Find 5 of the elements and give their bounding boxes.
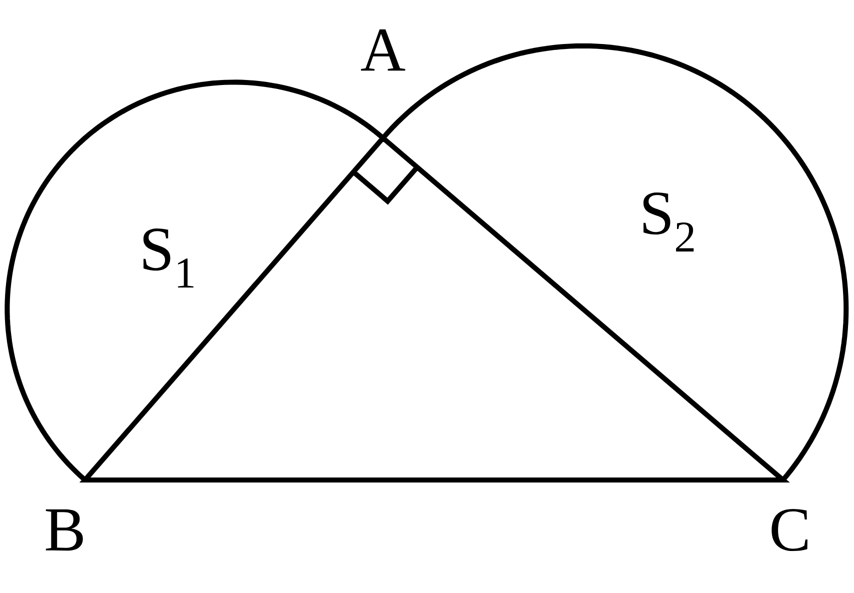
- area-label: S$_{2}$: [643, 192, 694, 252]
- vertex-label: B: [46, 509, 83, 551]
- vertex-label: A: [360, 29, 406, 71]
- vertex-label: C: [772, 508, 808, 552]
- area-label: S$_{1}$: [143, 228, 194, 288]
